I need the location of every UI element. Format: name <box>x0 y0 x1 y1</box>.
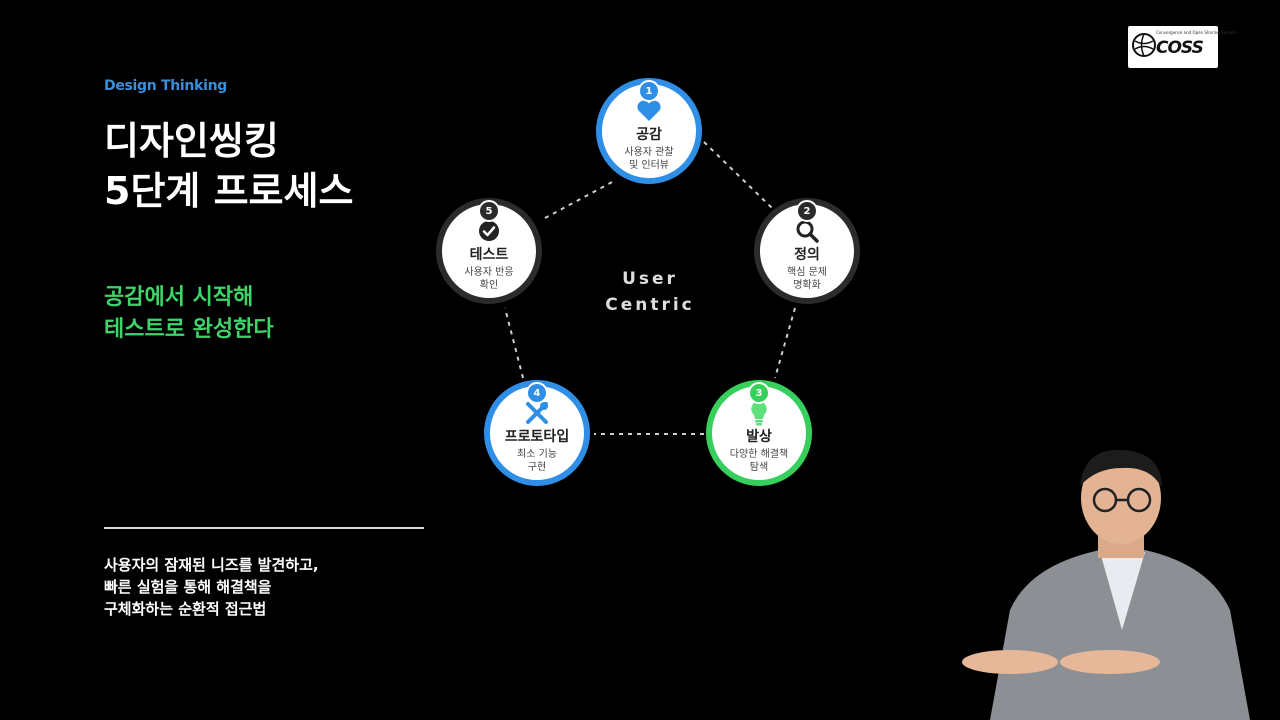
step-description-line-1: 핵심 문제 <box>787 267 827 278</box>
step-label: 공감 <box>636 127 662 143</box>
coss-logo: Convergence and Open Sharing System COSS <box>1128 26 1236 68</box>
tools-icon <box>524 400 550 426</box>
step-test: 5 테스트 사용자 반응 확인 <box>436 198 542 304</box>
center-label-line-2: Centric <box>605 295 695 315</box>
step-description-line-1: 다양한 해결책 <box>729 449 789 460</box>
step-number-badge: 4 <box>526 382 548 404</box>
step-number-badge: 1 <box>638 80 660 102</box>
step-description-line-2: 및 인터뷰 <box>629 160 669 171</box>
heart-icon <box>636 98 662 124</box>
divider <box>104 527 424 529</box>
step-label: 정의 <box>794 247 820 263</box>
step-number-badge: 3 <box>748 382 770 404</box>
slide-title: 디자인씽킹 5단계 프로세스 <box>104 116 353 216</box>
center-label: User Centric <box>600 266 700 318</box>
center-label-line-1: User <box>622 269 678 289</box>
slide-tagline: 공감에서 시작해 테스트로 완성한다 <box>104 282 274 346</box>
step-description: 다양한 해결책 탐색 <box>730 448 788 474</box>
tagline-line-1: 공감에서 시작해 <box>104 285 254 310</box>
step-description: 최소 기능 구현 <box>517 448 557 474</box>
step-number-badge: 2 <box>796 200 818 222</box>
step-description-line-2: 탐색 <box>749 462 769 473</box>
connector-2-3 <box>774 307 796 379</box>
slide-eyebrow: Design Thinking <box>104 78 227 94</box>
step-description-line-1: 최소 기능 <box>517 449 557 460</box>
step-label: 발상 <box>746 429 772 445</box>
step-description-line-1: 사용자 관찰 <box>624 147 674 158</box>
logo-wordmark: COSS <box>1156 38 1204 58</box>
desc-line-1: 사용자의 잠재된 니즈를 발견하고, <box>104 556 319 574</box>
lightbulb-icon <box>749 400 769 426</box>
step-prototype: 4 프로토타입 최소 기능 구현 <box>484 380 590 486</box>
desc-line-2: 빠른 실험을 통해 해결책을 <box>104 578 272 596</box>
step-description-line-1: 사용자 반응 <box>464 267 514 278</box>
step-label: 테스트 <box>469 247 509 263</box>
globe-icon <box>1132 33 1156 57</box>
step-description: 핵심 문제 명확화 <box>787 266 827 292</box>
step-ideate: 3 발상 다양한 해결책 탐색 <box>706 380 812 486</box>
slide-title-line-2: 5단계 프로세스 <box>104 169 354 213</box>
desc-line-3: 구체화하는 순환적 접근법 <box>104 600 267 618</box>
step-empathize: 1 공감 사용자 관찰 및 인터뷰 <box>596 78 702 184</box>
tagline-line-2: 테스트로 완성한다 <box>104 317 274 342</box>
step-description: 사용자 반응 확인 <box>464 266 513 292</box>
step-description-line-2: 구현 <box>527 462 547 473</box>
step-description-line-2: 확인 <box>479 280 499 291</box>
search-icon <box>795 218 819 244</box>
step-number-badge: 5 <box>478 200 500 222</box>
presenter-video <box>962 449 1250 720</box>
step-define: 2 정의 핵심 문제 명확화 <box>754 198 860 304</box>
slide-title-line-1: 디자인씽킹 <box>104 119 279 163</box>
logo-tagline: Convergence and Open Sharing System <box>1156 30 1236 35</box>
step-label: 프로토타입 <box>504 429 570 445</box>
check-badge-icon <box>477 218 501 244</box>
connector-4-5 <box>504 307 524 379</box>
step-description-line-2: 명확화 <box>793 280 821 291</box>
slide-description: 사용자의 잠재된 니즈를 발견하고, 빠른 실험을 통해 해결책을 구체화하는 … <box>104 554 319 620</box>
step-description: 사용자 관찰 및 인터뷰 <box>624 146 673 172</box>
connector-5-1 <box>544 179 617 219</box>
connector-1-2 <box>703 141 773 209</box>
